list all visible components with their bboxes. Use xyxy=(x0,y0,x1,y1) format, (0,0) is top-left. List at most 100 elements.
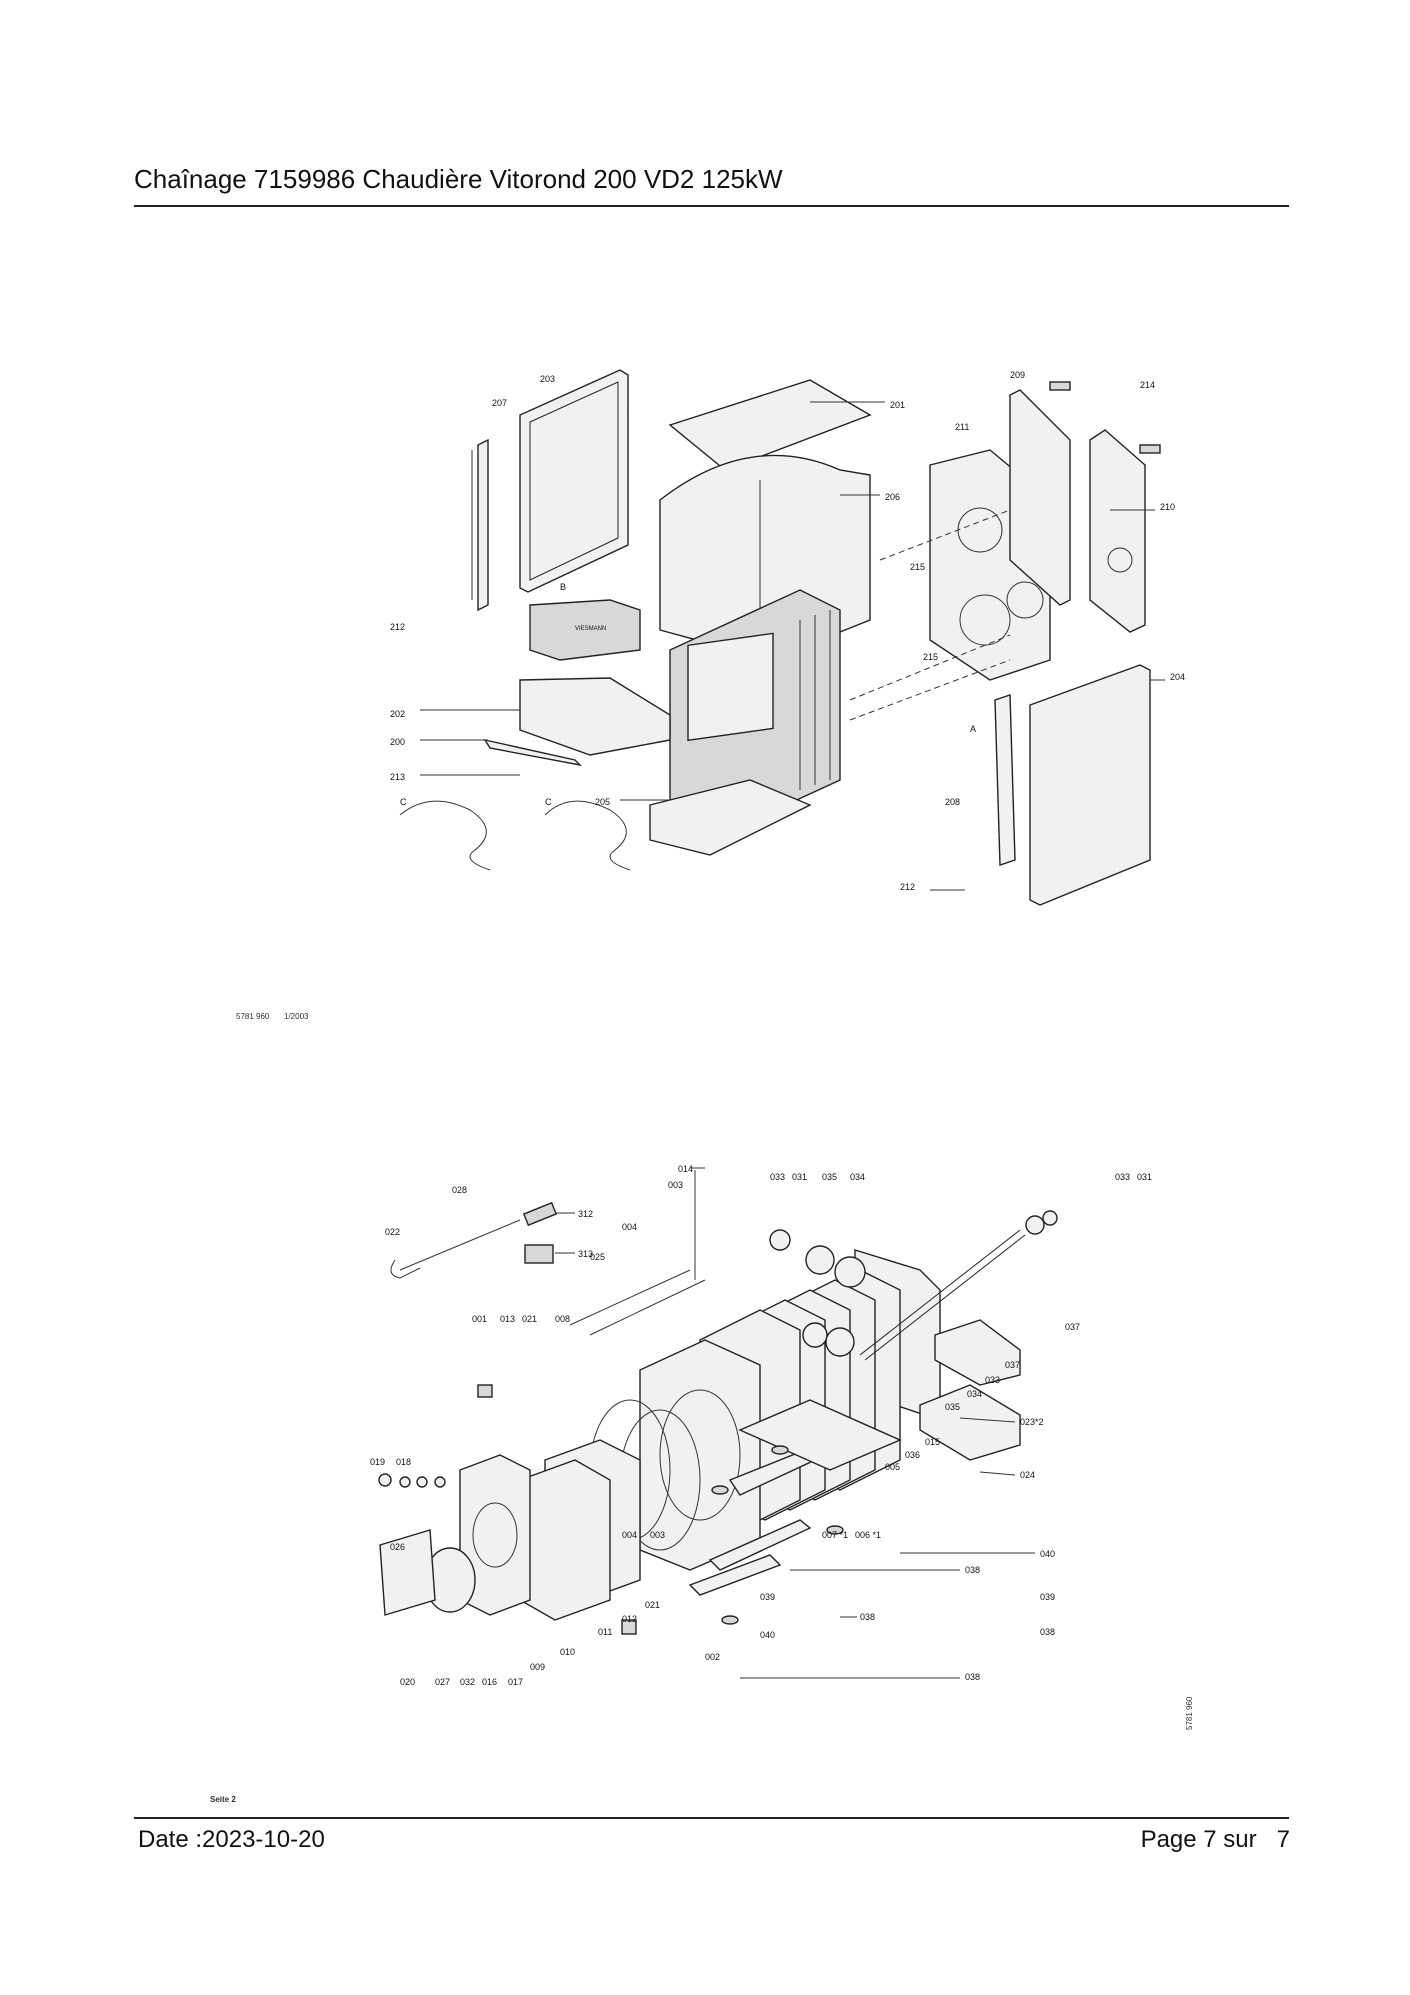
part-204 xyxy=(1029,664,1151,906)
label-038c: 038 xyxy=(1040,1627,1055,1637)
label-037b: 037 xyxy=(1005,1360,1020,1370)
label-024: 024 xyxy=(1020,1470,1035,1480)
label-004b: 004 xyxy=(622,1530,637,1540)
label-004: 004 xyxy=(622,1222,637,1232)
label-038d: 038 xyxy=(965,1672,980,1682)
label-014: 014 xyxy=(678,1164,693,1174)
label-037: 037 xyxy=(1065,1322,1080,1332)
label-033b: 033 xyxy=(1115,1172,1130,1182)
logo-text: VIESMANN xyxy=(575,626,606,632)
bottom-ref-code: 5781 960 xyxy=(1185,1696,1194,1730)
label-038b: 038 xyxy=(860,1612,875,1622)
label-027: 027 xyxy=(435,1677,450,1687)
top-part-labels: 203 207 201 209 214 211 206 210 215 212 … xyxy=(390,370,1185,892)
footer-divider xyxy=(134,1817,1289,1819)
label-006: 006 *1 xyxy=(855,1530,881,1540)
label-003b: 003 xyxy=(650,1530,665,1540)
label-313: 313 xyxy=(578,1249,593,1259)
label-038: 038 xyxy=(965,1565,980,1575)
part-020 xyxy=(379,1529,436,1616)
heat-exchanger-exploded-diagram: 014 003 033 031 035 034 033 031 028 312 … xyxy=(370,1164,1152,1687)
part-214 xyxy=(1049,381,1071,391)
footer-page-number: Page 7 sur 7 xyxy=(1140,1826,1290,1853)
label-018: 018 xyxy=(396,1457,411,1467)
label-002: 002 xyxy=(705,1652,720,1662)
part-203 xyxy=(519,369,629,593)
label-040: 040 xyxy=(1040,1549,1055,1559)
label-210: 210 xyxy=(1160,502,1175,512)
footer-date: Date :2023-10-20 xyxy=(138,1826,325,1853)
part-205 xyxy=(649,779,812,856)
label-019: 019 xyxy=(370,1457,385,1467)
label-212: 212 xyxy=(390,622,405,632)
brush-313 xyxy=(524,1244,554,1264)
label-215b: 215 xyxy=(923,652,938,662)
part-208 xyxy=(994,694,1016,866)
label-017: 017 xyxy=(508,1677,523,1687)
label-011: 011 xyxy=(598,1627,612,1637)
label-203: 203 xyxy=(540,374,555,384)
seite-label: Seite 2 xyxy=(210,1795,236,1804)
top-ref-date: 1/2003 xyxy=(284,1012,309,1021)
marker-c2: C xyxy=(545,797,552,807)
label-026: 026 xyxy=(390,1542,405,1552)
bottom-part-labels: 014 003 033 031 035 034 033 031 028 312 … xyxy=(370,1164,1152,1687)
label-204: 204 xyxy=(1170,672,1185,682)
part-200 xyxy=(483,738,583,767)
label-033: 033 xyxy=(770,1172,785,1182)
marker-a: A xyxy=(970,724,976,734)
label-015: 015 xyxy=(925,1437,940,1447)
marker-b: B xyxy=(560,582,566,592)
label-034b: 034 xyxy=(967,1389,982,1399)
label-023: 023*2 xyxy=(1020,1417,1044,1427)
label-205: 205 xyxy=(595,797,610,807)
label-312: 312 xyxy=(578,1209,593,1219)
label-009: 009 xyxy=(530,1662,545,1672)
label-202: 202 xyxy=(390,709,405,719)
part-002 xyxy=(621,1619,637,1635)
label-207: 207 xyxy=(492,398,507,408)
label-206: 206 xyxy=(885,492,900,502)
label-035b: 035 xyxy=(945,1402,960,1412)
control-unit xyxy=(529,599,641,661)
label-031: 031 xyxy=(792,1172,807,1182)
cable-c1 xyxy=(399,800,491,871)
label-208: 208 xyxy=(945,797,960,807)
part-202 xyxy=(519,677,671,756)
label-003: 003 xyxy=(668,1180,683,1190)
casing-exploded-diagram: 203 207 201 209 214 211 206 210 215 212 … xyxy=(390,369,1185,906)
label-016: 016 xyxy=(482,1677,497,1687)
label-036: 036 xyxy=(905,1450,920,1460)
header-divider xyxy=(134,205,1289,207)
label-032: 032 xyxy=(460,1677,475,1687)
label-020: 020 xyxy=(400,1677,415,1687)
label-010: 010 xyxy=(560,1647,575,1657)
label-025: 025 xyxy=(590,1252,605,1262)
label-214: 214 xyxy=(1140,380,1155,390)
label-209: 209 xyxy=(1010,370,1025,380)
cable-c2 xyxy=(544,800,631,871)
part-024 xyxy=(919,1384,1021,1461)
label-021: 021 xyxy=(522,1314,537,1324)
label-212b: 212 xyxy=(900,882,915,892)
marker-c1: C xyxy=(400,797,407,807)
part-207 xyxy=(477,438,489,612)
label-008: 008 xyxy=(555,1314,570,1324)
label-034: 034 xyxy=(850,1172,865,1182)
page-title: Chaînage 7159986 Chaudière Vitorond 200 … xyxy=(134,164,783,194)
label-031b: 031 xyxy=(1137,1172,1152,1182)
part-010 xyxy=(519,1459,611,1621)
label-039b: 039 xyxy=(1040,1592,1055,1602)
part-209 xyxy=(1009,389,1071,606)
part-040 xyxy=(738,1399,902,1471)
label-039: 039 xyxy=(760,1592,775,1602)
label-028: 028 xyxy=(452,1185,467,1195)
label-021b: 021 xyxy=(645,1600,660,1610)
label-033c: 033 xyxy=(985,1375,1000,1385)
label-040b: 040 xyxy=(760,1630,775,1640)
label-001: 001 xyxy=(472,1314,487,1324)
label-213: 213 xyxy=(390,772,405,782)
label-200: 200 xyxy=(390,737,405,747)
label-007: 007 *1 xyxy=(822,1530,848,1540)
part-210 xyxy=(1089,429,1146,633)
